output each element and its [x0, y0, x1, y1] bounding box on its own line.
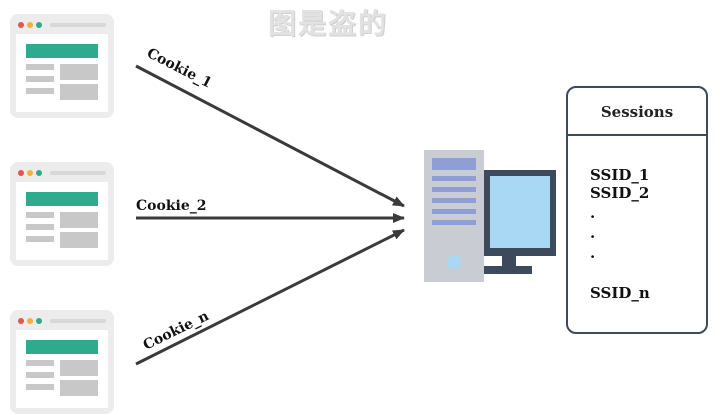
sessions-panel: Sessions SSID_1 SSID_2 . . . SSID_n — [566, 86, 708, 334]
minimize-dot-icon — [27, 170, 33, 176]
address-bar — [50, 319, 106, 323]
content-block — [60, 212, 98, 228]
browser-title-bar — [10, 162, 114, 182]
browser-page — [16, 330, 108, 408]
close-dot-icon — [18, 22, 24, 28]
session-ellipsis: . — [590, 224, 596, 242]
maximize-dot-icon — [36, 22, 42, 28]
browser-window-1 — [10, 14, 114, 118]
text-line — [26, 384, 54, 390]
text-line — [26, 236, 54, 242]
cookie-label-2: Cookie_2 — [136, 198, 207, 214]
page-banner — [26, 192, 98, 206]
cookie-label-1: Cookie_1 — [144, 45, 214, 91]
browser-title-bar — [10, 310, 114, 330]
maximize-dot-icon — [36, 318, 42, 324]
address-bar — [50, 23, 106, 27]
session-item: SSID_1 — [590, 166, 650, 184]
browser-page — [16, 34, 108, 112]
text-line — [26, 372, 54, 378]
content-block — [60, 360, 98, 376]
minimize-dot-icon — [27, 22, 33, 28]
session-item: SSID_2 — [590, 184, 650, 202]
browser-page — [16, 182, 108, 260]
watermark-text: 图是盗的 — [268, 7, 389, 40]
text-line — [26, 76, 54, 82]
session-ellipsis: . — [590, 244, 596, 262]
browser-title-bar — [10, 14, 114, 34]
server-icon — [424, 150, 484, 282]
content-block — [60, 84, 98, 100]
page-banner — [26, 340, 98, 354]
sessions-title: Sessions — [568, 88, 706, 136]
session-ellipsis: . — [590, 204, 596, 222]
maximize-dot-icon — [36, 170, 42, 176]
text-line — [26, 224, 54, 230]
monitor-icon — [484, 170, 556, 274]
page-banner — [26, 44, 98, 58]
close-dot-icon — [18, 318, 24, 324]
browser-window-2 — [10, 162, 114, 266]
address-bar — [50, 171, 106, 175]
content-block — [60, 380, 98, 396]
arrow-3 — [135, 228, 405, 366]
content-block — [60, 64, 98, 80]
text-line — [26, 360, 54, 366]
content-block — [60, 232, 98, 248]
close-dot-icon — [18, 170, 24, 176]
browser-window-3 — [10, 310, 114, 414]
arrow-1 — [135, 64, 405, 208]
session-item: SSID_n — [590, 284, 650, 302]
text-line — [26, 212, 54, 218]
minimize-dot-icon — [27, 318, 33, 324]
text-line — [26, 64, 54, 70]
text-line — [26, 88, 54, 94]
